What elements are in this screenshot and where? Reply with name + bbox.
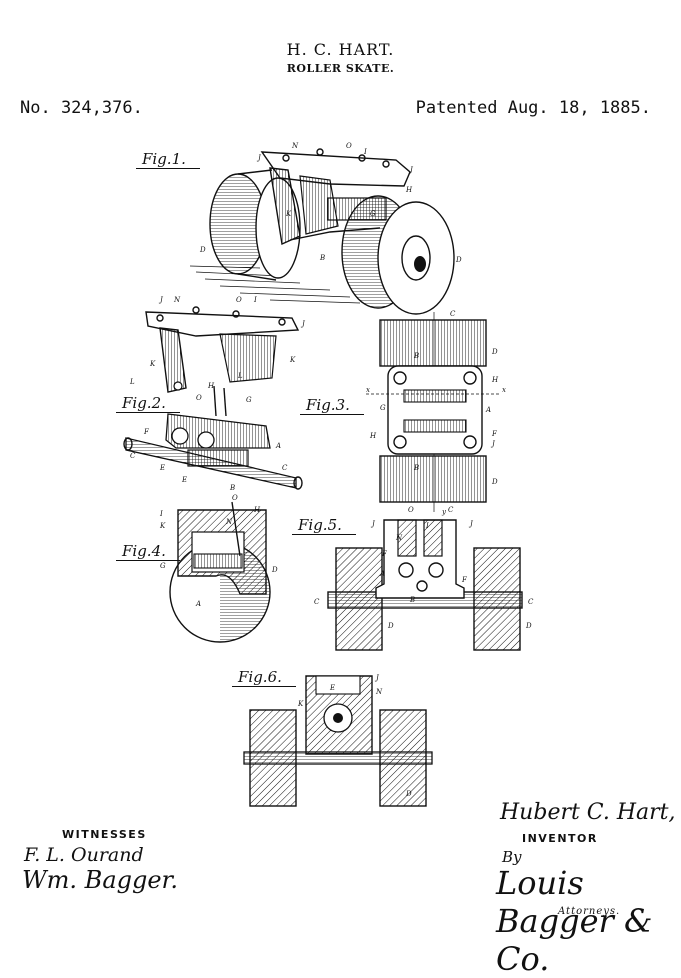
svg-text:B: B	[413, 352, 419, 360]
svg-text:F: F	[461, 576, 468, 584]
svg-text:I: I	[363, 148, 367, 156]
svg-text:B: B	[319, 254, 325, 262]
svg-text:D: D	[387, 622, 394, 630]
svg-text:J: J	[468, 520, 474, 528]
attorneys-heading: Attorneys.	[558, 906, 621, 917]
inventor-name: H. C. HART.	[286, 40, 395, 59]
svg-text:A: A	[275, 442, 281, 450]
figure-3-drawing: C D B H G A H F J D By x x	[366, 310, 506, 516]
invention-title: ROLLER SKATE.	[286, 62, 395, 75]
svg-text:O: O	[236, 296, 242, 304]
figure-5-drawing: J O C J N I F F A C C B D D	[314, 506, 534, 651]
svg-text:K: K	[159, 522, 166, 530]
svg-text:O: O	[232, 494, 238, 502]
figure-2-label: Fig.2.	[116, 394, 180, 413]
inventor-signature: Hubert C. Hart,	[500, 800, 676, 825]
svg-text:O: O	[346, 142, 352, 150]
svg-text:y: y	[441, 508, 447, 516]
figure-1-label: Fig.1.	[136, 150, 200, 169]
svg-text:J: J	[300, 320, 306, 328]
svg-text:K: K	[149, 360, 156, 368]
svg-text:D: D	[491, 478, 498, 486]
patent-date: Patented Aug. 18, 1885.	[415, 98, 651, 118]
figure-5-label: Fig.5.	[292, 516, 356, 535]
svg-text:J: J	[256, 154, 262, 162]
svg-text:G: G	[246, 396, 252, 404]
svg-text:D: D	[199, 246, 206, 254]
svg-text:B: B	[413, 464, 419, 472]
svg-text:J: J	[370, 520, 376, 528]
svg-text:H: H	[207, 382, 215, 390]
svg-text:A: A	[485, 406, 491, 414]
svg-text:B: B	[409, 596, 415, 604]
svg-text:A: A	[379, 570, 385, 578]
svg-text:E: E	[181, 476, 187, 484]
svg-text:D: D	[525, 622, 532, 630]
witnesses-heading: WITNESSES	[62, 828, 147, 841]
attorney-signature: Louis Bagger & Co.	[496, 864, 653, 978]
svg-text:N: N	[375, 688, 383, 696]
figure-2-axle-drawing: OH G F A C E B C E	[123, 382, 303, 492]
svg-text:A: A	[195, 600, 201, 608]
svg-text:O: O	[196, 394, 202, 402]
figure-1-drawing: N O I J J H K G D D B	[189, 142, 462, 315]
figure-6-drawing: E J N K D	[243, 674, 433, 807]
svg-text:G: G	[370, 210, 376, 218]
svg-text:x: x	[502, 386, 506, 394]
svg-text:D: D	[405, 790, 412, 798]
svg-text:J: J	[490, 440, 496, 448]
svg-text:I: I	[159, 510, 163, 518]
svg-text:E: E	[329, 684, 335, 692]
svg-text:C: C	[282, 464, 288, 472]
svg-text:J: J	[408, 166, 414, 174]
svg-text:O: O	[408, 506, 414, 514]
svg-text:H: H	[491, 376, 499, 384]
svg-text:I: I	[425, 522, 429, 530]
svg-text:H: H	[405, 186, 413, 194]
svg-text:F: F	[143, 428, 150, 436]
svg-text:C: C	[450, 310, 456, 318]
svg-text:H: H	[369, 432, 377, 440]
svg-text:C: C	[528, 598, 534, 606]
svg-text:D: D	[455, 256, 462, 264]
svg-text:K: K	[297, 700, 304, 708]
by-label: By	[502, 848, 522, 866]
figure-2-plate-drawing: J N O I J K K L L	[129, 296, 306, 393]
witness-signature-2: Wm. Bagger.	[22, 866, 179, 894]
svg-text:G: G	[380, 404, 386, 412]
svg-text:J: J	[374, 674, 380, 682]
svg-text:D: D	[271, 566, 278, 574]
svg-text:I: I	[253, 296, 257, 304]
inventor-heading: INVENTOR	[522, 832, 598, 845]
svg-text:D: D	[491, 348, 498, 356]
svg-text:J: J	[158, 296, 164, 304]
svg-text:N: N	[395, 534, 403, 542]
witness-signature-1: F. L. Ourand	[24, 844, 144, 866]
svg-text:L: L	[129, 378, 135, 386]
svg-text:F: F	[491, 430, 498, 438]
svg-text:x: x	[366, 386, 370, 394]
figure-3-label: Fig.3.	[300, 396, 364, 415]
svg-text:C: C	[314, 598, 320, 606]
svg-text:E: E	[159, 464, 165, 472]
patent-number: No. 324,376.	[20, 98, 143, 118]
figure-4-drawing: IK O H N G D A	[159, 494, 278, 643]
svg-text:K: K	[289, 356, 296, 364]
svg-text:L: L	[237, 372, 243, 380]
svg-text:N: N	[225, 518, 233, 526]
figure-4-label: Fig.4.	[116, 542, 180, 561]
svg-text:K: K	[285, 210, 292, 218]
svg-text:F: F	[381, 550, 388, 558]
svg-text:B: B	[229, 484, 235, 492]
svg-text:C: C	[130, 452, 136, 460]
svg-text:G: G	[160, 562, 166, 570]
svg-text:C: C	[448, 506, 454, 514]
figure-6-label: Fig.6.	[232, 668, 296, 687]
svg-text:N: N	[173, 296, 181, 304]
svg-text:N: N	[291, 142, 299, 150]
svg-text:H: H	[253, 506, 261, 514]
